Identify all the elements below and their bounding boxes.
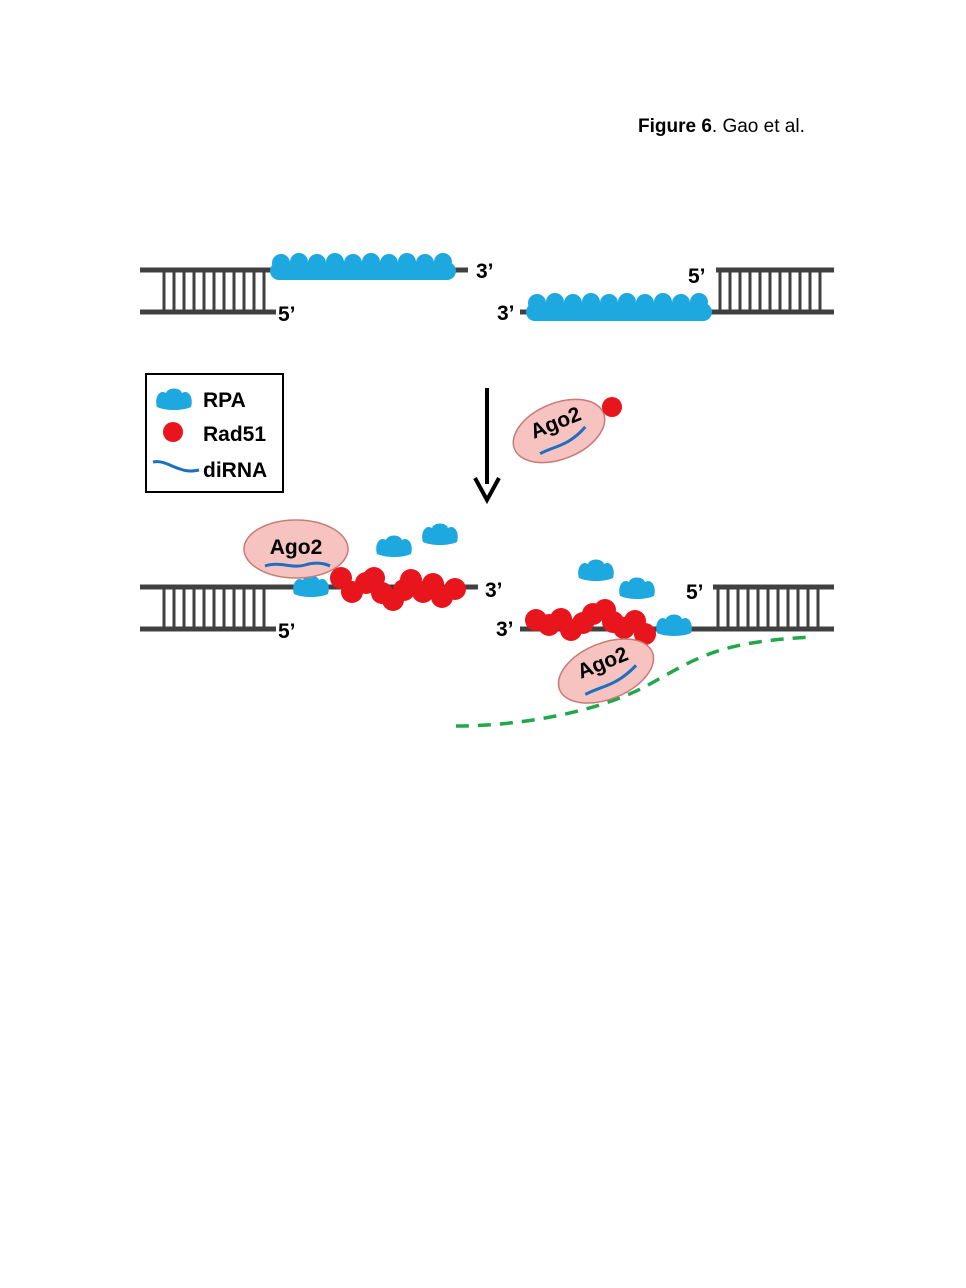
free-ago2: Ago2	[512, 398, 606, 464]
bottom-right-5prime-label: 5’	[686, 581, 704, 604]
bottom-left-3prime-label: 3’	[485, 579, 503, 602]
legend-rad51-icon	[163, 422, 183, 442]
template-strand	[455, 635, 813, 728]
free-rad51	[602, 397, 622, 417]
legend-dirna-label: diRNA	[203, 459, 267, 482]
free-rpa-1	[376, 535, 412, 557]
top-left-5prime-label: 5’	[278, 303, 296, 326]
legend-rad51-label: Rad51	[203, 423, 266, 446]
top-right-5prime-label: 5’	[688, 265, 706, 288]
bottom-left-rad51-filament	[330, 567, 466, 611]
free-rpa-3	[578, 559, 614, 581]
top-right-3prime-label: 3’	[497, 302, 515, 325]
bottom-right-3prime-label: 3’	[496, 618, 514, 641]
top-left-3prime-label: 3’	[476, 260, 494, 283]
bottom-left-5prime-label: 5’	[278, 620, 296, 643]
legend: RPA Rad51 diRNA	[145, 373, 284, 493]
free-rpa-2	[422, 523, 458, 545]
figure-authors: . Gao et al.	[711, 116, 805, 137]
free-rpa-4	[619, 577, 655, 599]
left-ago2-label: Ago2	[270, 536, 323, 559]
left-ago2: Ago2	[243, 519, 349, 579]
legend-dirna-icon	[152, 460, 200, 473]
top-left-rpa-filament	[270, 253, 456, 280]
bottom-right-rad51-filament	[525, 599, 656, 645]
bottom-right-rpa	[656, 614, 692, 636]
down-arrow	[473, 388, 501, 505]
figure-caption: Figure 6. Gao et al.	[638, 116, 805, 138]
bottom-left-rpa	[293, 575, 329, 597]
legend-rpa-label: RPA	[203, 389, 246, 412]
figure-number: Figure 6	[638, 116, 712, 137]
top-right-rpa-filament	[526, 293, 712, 321]
